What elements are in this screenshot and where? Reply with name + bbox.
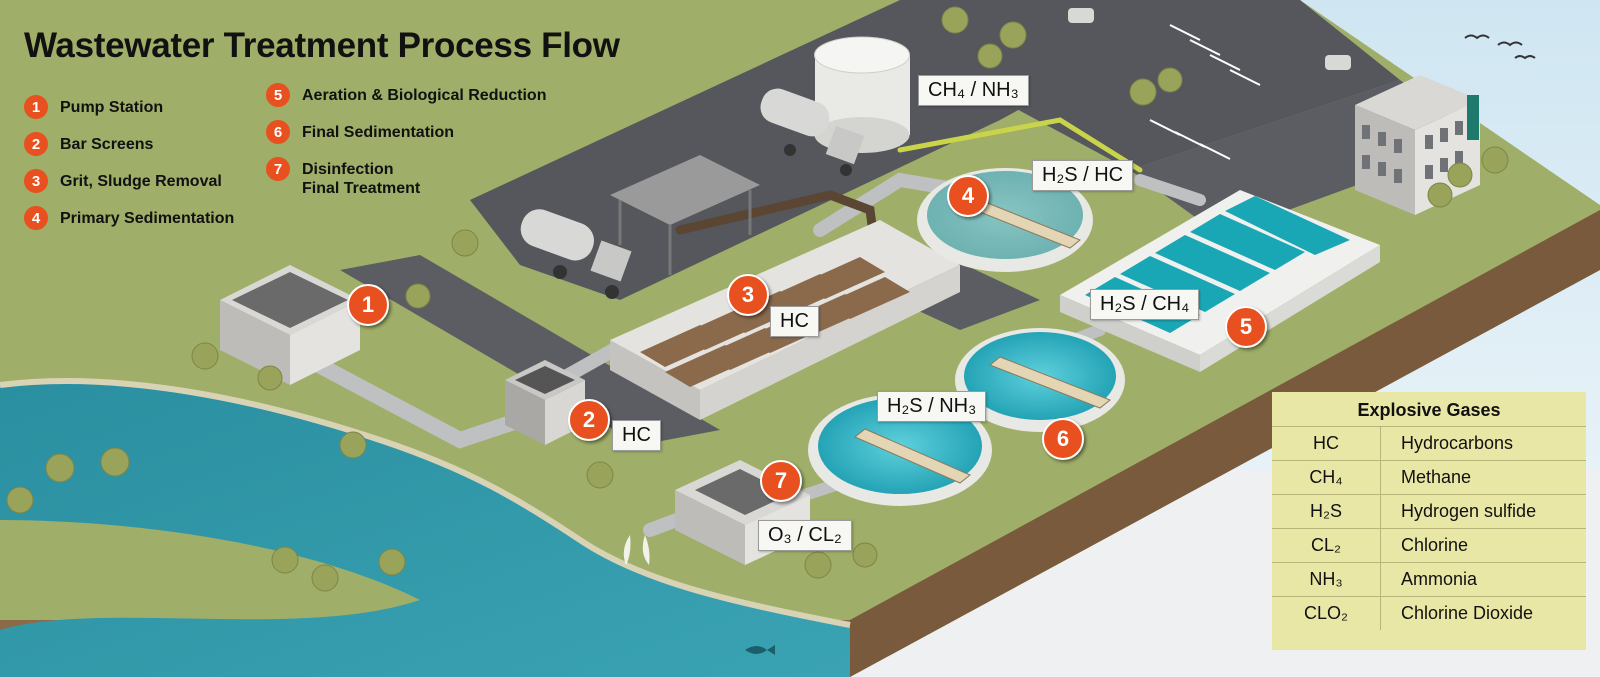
gas-line	[897, 117, 1143, 173]
gas-symbol: CH₄	[1272, 460, 1381, 495]
gas-name: Hydrocarbons	[1380, 426, 1586, 461]
gas-symbol: HC	[1272, 426, 1381, 461]
legend-label: Bar Screens	[60, 136, 154, 153]
page-title: Wastewater Treatment Process Flow	[24, 26, 620, 65]
legend-item-final-sedimentation: 6 Final Sedimentation	[266, 120, 455, 144]
car-2	[1325, 55, 1351, 70]
stage-marker-3: 3	[727, 274, 769, 316]
final-clarifier-right	[955, 328, 1125, 432]
river-bank	[0, 378, 851, 628]
legend-label: Pump Station	[60, 99, 164, 116]
pipe-to-aeration	[1134, 174, 1206, 206]
car-1	[1068, 8, 1094, 23]
legend-number-badge: 5	[266, 83, 290, 107]
table-row: CH₄ Methane	[1272, 460, 1586, 495]
birds	[1464, 34, 1536, 60]
stage-marker-4: 4	[947, 175, 989, 217]
gas-name: Methane	[1380, 460, 1586, 495]
bar-screens-structure	[505, 360, 585, 445]
pump-station-building	[220, 265, 360, 385]
fish	[745, 645, 775, 655]
final-clarifier-left	[808, 394, 992, 506]
road-left	[340, 255, 720, 445]
legend-label: Primary Sedimentation	[60, 210, 235, 227]
legend-item-primary-sedimentation: 4 Primary Sedimentation	[24, 206, 235, 230]
legend-item-aeration: 5 Aeration & Biological Reduction	[266, 83, 547, 107]
river	[0, 381, 850, 677]
trees	[6, 6, 1509, 592]
gas-tag-grit-removal: HC	[770, 306, 819, 337]
stage-marker-7: 7	[760, 460, 802, 502]
table-row: HC Hydrocarbons	[1272, 426, 1586, 461]
grit-removal-basin	[610, 220, 960, 420]
gas-symbol: H₂S	[1272, 494, 1381, 529]
gas-tag-bar-screens: HC	[612, 420, 661, 451]
parking-stripes	[1149, 24, 1261, 160]
parking-lot	[1000, 0, 1400, 170]
gas-name: Chlorine	[1380, 528, 1586, 563]
legend-label: Aeration & Biological Reduction	[302, 87, 547, 104]
explosive-gases-table: Explosive Gases HC Hydrocarbons CH₄ Meth…	[1272, 392, 1586, 650]
legend-item-disinfection: 7 Disinfection Final Treatment	[266, 157, 421, 198]
gas-symbol: CL₂	[1272, 528, 1381, 563]
tanker-truck-left	[520, 209, 632, 299]
gas-tag-final-clarifier: H₂S / NH₃	[877, 391, 987, 422]
legend-label: Grit, Sludge Removal	[60, 173, 222, 190]
stage-marker-2: 2	[568, 399, 610, 441]
legend-label: Final Sedimentation	[302, 124, 455, 141]
legend-number-badge: 2	[24, 132, 48, 156]
legend-number-badge: 1	[24, 95, 48, 119]
gas-name: Hydrogen sulfide	[1380, 494, 1586, 529]
table-row: H₂S Hydrogen sulfide	[1272, 494, 1586, 529]
legend-item-bar-screens: 2 Bar Screens	[24, 132, 154, 156]
gas-tag-storage-tank: CH₄ / NH₃	[918, 75, 1029, 106]
table-row: CLO₂ Chlorine Dioxide	[1272, 596, 1586, 630]
legend-number-badge: 6	[266, 120, 290, 144]
legend-number-badge: 7	[266, 157, 290, 181]
legend-number-badge: 3	[24, 169, 48, 193]
gas-tag-primary-clarifier: H₂S / HC	[1032, 160, 1134, 191]
stage-marker-5: 5	[1225, 306, 1267, 348]
outfall-splash	[623, 535, 650, 565]
gas-tag-aeration: H₂S / CH₄	[1090, 289, 1200, 320]
gas-symbol: NH₃	[1272, 562, 1381, 597]
legend-label: Disinfection Final Treatment	[302, 161, 421, 197]
tanker-truck-right	[760, 88, 865, 176]
stage-marker-1: 1	[347, 284, 389, 326]
gas-table-title: Explosive Gases	[1357, 400, 1501, 420]
gas-table-grid: HC Hydrocarbons CH₄ Methane H₂S Hydrogen…	[1272, 426, 1586, 630]
table-row: NH₃ Ammonia	[1272, 562, 1586, 597]
legend-item-pump-station: 1 Pump Station	[24, 95, 164, 119]
stage-marker-6: 6	[1042, 418, 1084, 460]
legend-number-badge: 4	[24, 206, 48, 230]
gas-tag-disinfection: O₃ / CL₂	[758, 520, 852, 551]
table-row: CL₂ Chlorine	[1272, 528, 1586, 563]
gas-storage-tank	[814, 36, 910, 153]
gas-symbol: CLO₂	[1272, 596, 1381, 630]
soil-edge-right	[850, 210, 1600, 677]
covered-shed	[610, 155, 760, 275]
gas-name: Chlorine Dioxide	[1380, 596, 1586, 630]
legend-item-grit-sludge-removal: 3 Grit, Sludge Removal	[24, 169, 222, 193]
pipe-pump-to-screens	[292, 347, 528, 449]
gas-name: Ammonia	[1380, 562, 1586, 597]
